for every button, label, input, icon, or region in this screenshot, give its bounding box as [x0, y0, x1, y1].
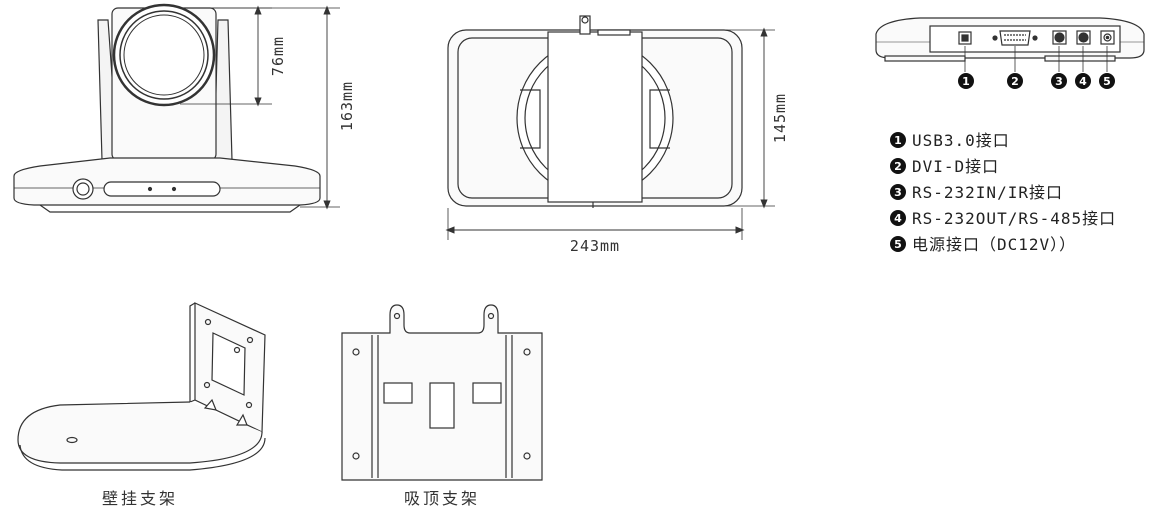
rear-callout-5: 5 — [1099, 73, 1115, 89]
svg-text:2: 2 — [894, 160, 902, 173]
legend-item: 1 USB3.0接口 — [890, 131, 1010, 150]
legend-item: 4 RS-232OUT/RS-485接口 — [890, 209, 1116, 228]
dim-width: 243mm — [570, 237, 620, 255]
wall-mount-bracket — [17, 302, 266, 471]
dim-top-height: 145mm — [771, 93, 789, 143]
rear-callout-3: 3 — [1051, 73, 1067, 89]
svg-text:1: 1 — [962, 75, 970, 88]
svg-text:5: 5 — [894, 238, 902, 251]
rear-callout-2: 2 — [1007, 73, 1023, 89]
port-legend: 1 USB3.0接口 2 DVI-D接口 3 RS-232IN/IR接口 4 R… — [890, 131, 1116, 254]
svg-text:DVI-D接口: DVI-D接口 — [912, 157, 999, 176]
svg-text:4: 4 — [1079, 75, 1087, 88]
svg-text:1: 1 — [894, 134, 902, 147]
dim-total-height: 163mm — [338, 81, 356, 131]
svg-text:4: 4 — [894, 212, 902, 225]
svg-text:电源接口（DC12V））: 电源接口（DC12V）） — [912, 235, 1076, 254]
svg-text:3: 3 — [894, 186, 902, 199]
svg-text:RS-232IN/IR接口: RS-232IN/IR接口 — [912, 183, 1063, 202]
svg-text:USB3.0接口: USB3.0接口 — [912, 131, 1010, 150]
front-view — [13, 3, 340, 213]
dim-lens-height: 76mm — [269, 36, 287, 76]
top-view — [445, 15, 775, 240]
svg-text:RS-232OUT/RS-485接口: RS-232OUT/RS-485接口 — [912, 209, 1116, 228]
ceiling-mount-bracket — [341, 304, 543, 481]
rear-callout-4: 4 — [1075, 73, 1091, 89]
legend-item: 5 电源接口（DC12V）） — [890, 235, 1076, 254]
legend-item: 2 DVI-D接口 — [890, 157, 999, 176]
rear-callout-1: 1 — [958, 73, 974, 89]
legend-item: 3 RS-232IN/IR接口 — [890, 183, 1063, 202]
svg-text:3: 3 — [1055, 75, 1063, 88]
caption-wall-mount: 壁挂支架 — [102, 489, 178, 508]
rear-view — [875, 17, 1145, 72]
svg-text:5: 5 — [1103, 75, 1111, 88]
svg-text:2: 2 — [1011, 75, 1019, 88]
caption-ceiling-mount: 吸顶支架 — [404, 489, 480, 508]
